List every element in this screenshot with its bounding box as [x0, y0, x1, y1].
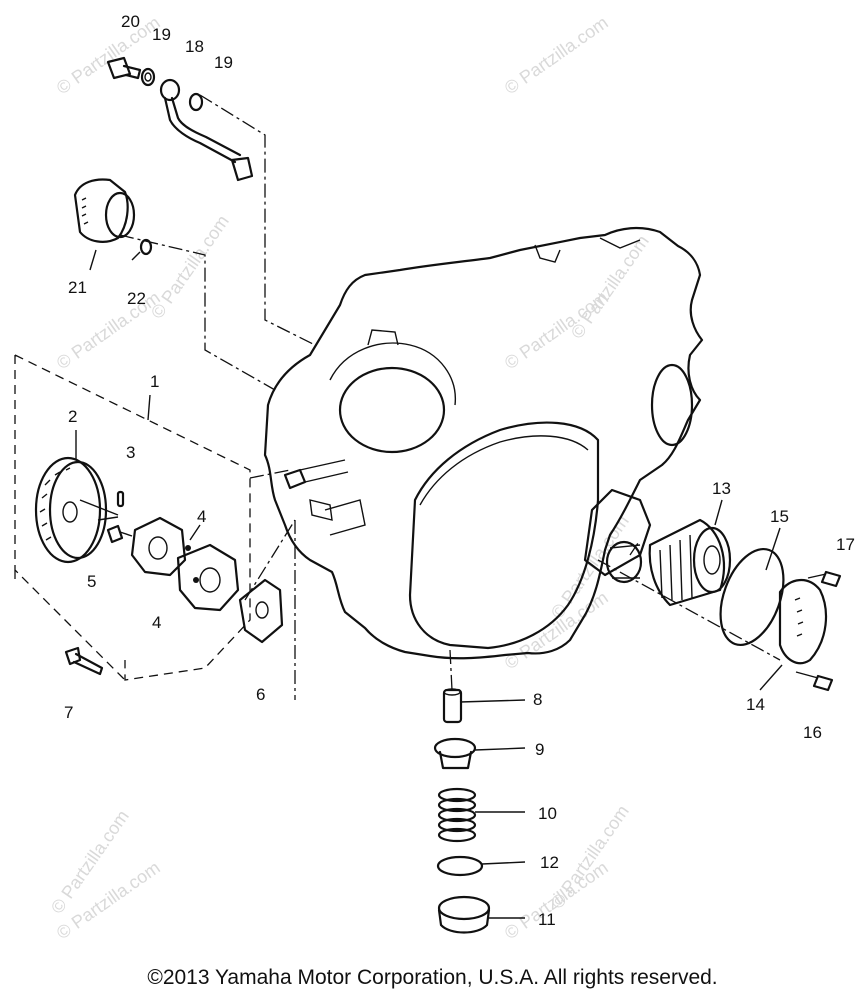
watermark: © Partzilla.com	[547, 801, 633, 912]
part-11-drain-cap	[437, 895, 491, 934]
part-9-plug	[433, 737, 477, 770]
callout-14: 14	[746, 695, 765, 714]
watermark-layer: © Partzilla.com © Partzilla.com © Partzi…	[47, 12, 653, 943]
callout-22: 22	[127, 289, 146, 308]
callout-4: 4	[197, 507, 206, 526]
part-15-o-ring	[719, 547, 785, 647]
callout-10: 10	[538, 804, 557, 823]
part-17-bolt	[807, 570, 842, 588]
callout-12: 12	[540, 853, 559, 872]
callout-17: 17	[836, 535, 855, 554]
callout-4: 4	[152, 613, 161, 632]
leader-lines	[79, 94, 781, 700]
part-10-spring	[437, 787, 477, 843]
part-12-o-ring	[436, 855, 484, 877]
part-14-filter-cover	[778, 579, 827, 665]
part-5-screw	[106, 524, 133, 544]
callout-3: 3	[126, 443, 135, 462]
callout-leaders	[75, 249, 783, 919]
copyright-notice: ©2013 Yamaha Motor Corporation, U.S.A. A…	[147, 966, 718, 989]
part-13-oil-filter	[648, 518, 732, 607]
crankcase	[263, 226, 704, 660]
watermark: © Partzilla.com	[53, 287, 164, 373]
callout-16: 16	[803, 723, 822, 742]
filter-gasket	[583, 488, 652, 577]
callout-13: 13	[712, 479, 731, 498]
callout-18: 18	[185, 37, 204, 56]
part-16-bolt	[795, 671, 834, 692]
part-19-washer	[188, 92, 204, 112]
callout-6: 6	[256, 685, 265, 704]
part-7-bolt	[64, 646, 104, 676]
callout-7: 7	[64, 703, 73, 722]
callout-19: 19	[152, 25, 171, 44]
part-3-pin	[116, 490, 125, 508]
callout-15: 15	[770, 507, 789, 526]
part-2-gear	[34, 456, 108, 564]
watermark: © Partzilla.com	[147, 211, 233, 322]
callout-9: 9	[535, 740, 544, 759]
callout-8: 8	[533, 690, 542, 709]
callout-20: 20	[121, 12, 140, 31]
part-18-oil-pipe	[159, 78, 254, 182]
callout-11: 11	[538, 910, 556, 929]
watermark: © Partzilla.com	[567, 231, 653, 342]
part-6-gasket	[238, 578, 284, 644]
part-4-oil-pump	[130, 516, 240, 612]
callout-labels: 20 19 18 19 21 22 1 2 3 4 5 4 6 7 8 9 10…	[64, 12, 855, 929]
callout-1: 1	[150, 372, 159, 391]
callout-5: 5	[87, 572, 96, 591]
callout-21: 21	[68, 278, 87, 297]
part-8-strainer	[442, 688, 463, 724]
watermark: © Partzilla.com	[501, 12, 612, 98]
part-21-cover	[73, 178, 136, 243]
part-19-washer	[140, 67, 156, 87]
callout-19: 19	[214, 53, 233, 72]
callout-2: 2	[68, 407, 77, 426]
oil-pump-assembly-box	[14, 354, 251, 681]
part-20-bolt	[106, 56, 142, 80]
part-22-pin	[139, 238, 153, 256]
